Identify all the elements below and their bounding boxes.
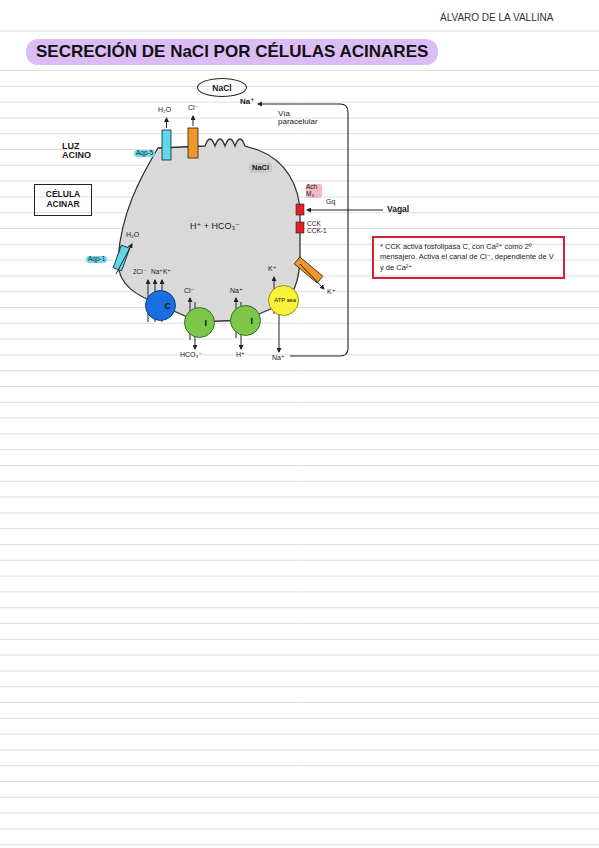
paracellular-path (258, 104, 348, 356)
muscarinic-receptor (296, 204, 304, 215)
channel-label: Aqp-5 (134, 150, 155, 157)
nerve-label: Vagal (387, 205, 409, 214)
author-name: ÁLVARO DE LA VALLINA (440, 13, 553, 24)
node-text: C (165, 301, 172, 311)
exchanger-circle: I (184, 307, 215, 338)
product-label: NaCl (249, 163, 272, 173)
ion-label: Cl⁻ (188, 104, 198, 111)
chloride-channel (188, 128, 198, 158)
receptor-label: Ach M₃ (306, 184, 322, 198)
ruled-lines (0, 70, 599, 848)
ion-label: K⁺ (327, 288, 335, 295)
page-title: SECRECIÓN DE NaCl POR CÉLULAS ACINARES (26, 39, 438, 65)
water-arrow (166, 118, 167, 128)
exchanger-circle: I (230, 305, 261, 336)
ion-label: Cl⁻ (184, 287, 194, 294)
water-arrow (116, 244, 132, 274)
ruled-line (0, 31, 599, 32)
ion-label: K⁺ (163, 269, 171, 276)
pump-circle: ATP asa (268, 285, 299, 316)
cck-receptor (296, 222, 304, 233)
node-text: I (250, 316, 253, 326)
ellipse-label: NaCl (197, 78, 247, 97)
region-label: LUZ ACINO (62, 142, 102, 161)
molecule-label: H₂O (126, 231, 139, 238)
node-text: ATP asa (274, 297, 296, 303)
ion-label: Na⁺ (272, 354, 285, 361)
pathway-label: Vía paracelular (278, 110, 330, 127)
ion-label: H⁺ (236, 351, 245, 358)
ion-label: Na⁺ (151, 269, 163, 276)
note-box: * CCK activa fosfolipasa C, con Ca²⁺ com… (372, 236, 565, 279)
molecule-label: H₂O (158, 106, 171, 113)
vagal-arrow (307, 210, 383, 211)
receptor-label: CCK CCK-1 (307, 221, 331, 235)
node-text: * CCK activa fosfolipasa C, con Ca²⁺ com… (380, 242, 557, 272)
ion-label: Na⁺ (230, 287, 243, 294)
ion-label: HCO₃⁻ (180, 351, 202, 358)
channel-label: Aqp-1 (86, 256, 107, 263)
node-text: CÉLULA ACINAR (39, 190, 87, 210)
ion-label: Na⁺ (240, 98, 254, 106)
node-text: I (204, 318, 207, 328)
potassium-channel (294, 257, 323, 283)
title-box: CÉLULA ACINAR (34, 184, 92, 216)
ion-label: H⁺ + HCO₃⁻ (190, 222, 240, 231)
chloride-arrow (193, 116, 194, 126)
protein-label: Gq (326, 198, 335, 205)
aquaporin-channel (162, 130, 171, 160)
acinar-cell (118, 139, 300, 322)
aquaporin-channel (113, 245, 130, 271)
potassium-arrow (300, 264, 324, 289)
cotransporter-circle: C (145, 290, 176, 321)
node-text: NaCl (212, 83, 231, 93)
ion-label: K⁺ (268, 265, 276, 272)
ion-label: 2Cl⁻ (133, 269, 146, 276)
